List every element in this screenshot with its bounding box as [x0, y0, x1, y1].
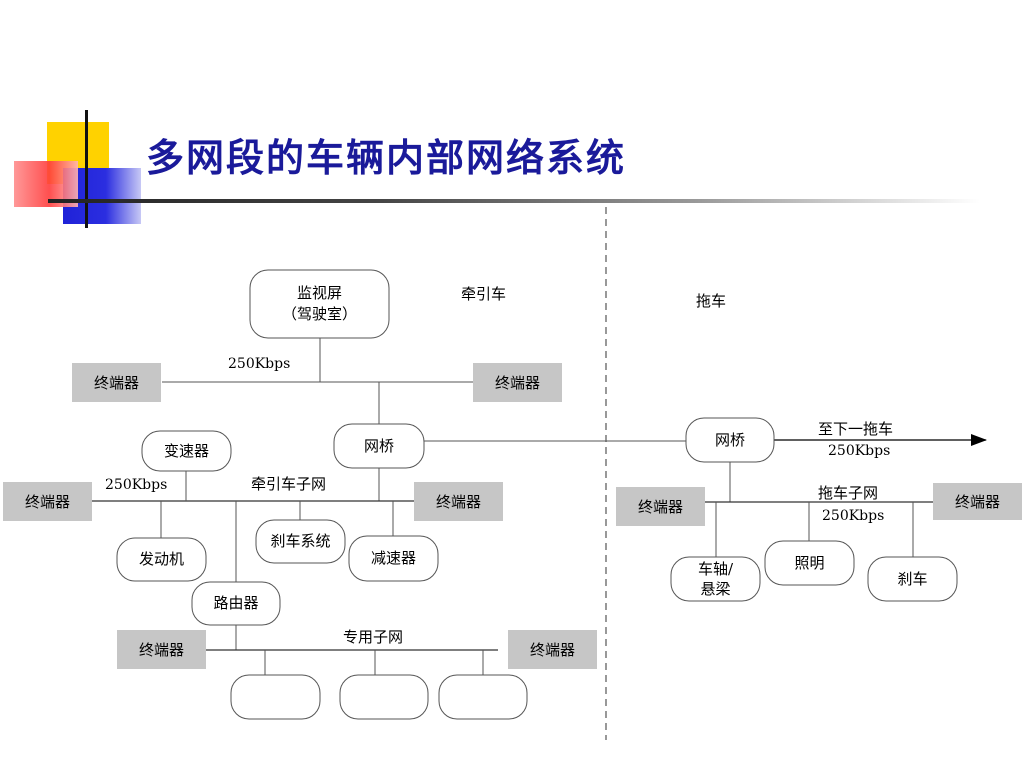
tractor-subnet-rate: 250Kbps	[105, 477, 167, 493]
node-transmission-label: 变速器	[164, 442, 209, 460]
node-device-3	[438, 674, 528, 720]
node-router-label: 路由器	[213, 594, 258, 612]
node-device-1	[230, 674, 321, 720]
terminator-trailer-left	[616, 487, 705, 526]
node-engine	[116, 537, 207, 582]
node-brake	[867, 556, 958, 602]
node-retarder-label: 减速器	[371, 549, 416, 567]
decor-vertical-bar	[85, 110, 88, 228]
terminator-main-right	[473, 363, 562, 402]
dedicated-subnet-label: 专用子网	[343, 628, 403, 646]
node-lighting	[764, 540, 855, 586]
node-transmission	[141, 430, 232, 472]
title-underline	[48, 199, 980, 203]
terminator-label: 终端器	[94, 374, 139, 392]
node-bridge-tractor-label: 网桥	[364, 437, 394, 455]
terminator-main-left	[72, 363, 161, 402]
main-bus-rate: 250Kbps	[228, 356, 290, 372]
node-axle-label: 车轴/	[698, 560, 734, 578]
node-monitor	[249, 269, 390, 339]
trailer-subnet-rate: 250Kbps	[822, 508, 884, 524]
node-monitor-sublabel: （驾驶室）	[282, 305, 357, 323]
node-bridge-tractor	[333, 423, 425, 469]
terminator-label: 终端器	[638, 498, 683, 516]
terminator-trailer-right	[933, 483, 1022, 520]
node-brake-system	[255, 519, 346, 564]
node-engine-label: 发动机	[139, 550, 184, 568]
section-label-tractor: 牵引车	[461, 285, 506, 303]
terminator-label: 终端器	[436, 493, 481, 511]
node-bridge-trailer	[685, 417, 775, 463]
node-bridge-trailer-label: 网桥	[715, 431, 745, 449]
node-axle	[670, 556, 761, 602]
page-title: 多网段的车辆内部网络系统	[146, 135, 627, 180]
terminator-tractor-left	[3, 482, 92, 521]
node-brake-system-label: 刹车系统	[270, 532, 330, 550]
node-monitor-label: 监视屏	[297, 284, 342, 302]
tractor-subnet-label: 牵引车子网	[251, 475, 326, 493]
node-lighting-label: 照明	[794, 554, 824, 572]
next-trailer-label: 至下一拖车	[818, 420, 893, 438]
terminator-label: 终端器	[530, 641, 575, 659]
node-brake-label: 刹车	[897, 570, 927, 588]
node-axle-sublabel: 悬梁	[700, 580, 730, 598]
node-device-2	[339, 674, 429, 720]
terminator-label: 终端器	[139, 641, 184, 659]
nodes: 监视屏 （驾驶室） 网桥 网桥 变速器 刹车系统 减速器 发动机 路由器 车轴/…	[116, 269, 958, 720]
connection-lines	[92, 338, 933, 675]
node-retarder	[348, 535, 439, 582]
terminator-dedicated-left	[117, 630, 206, 669]
terminator-label: 终端器	[955, 493, 1000, 511]
terminator-label: 终端器	[25, 493, 70, 511]
next-trailer-rate: 250Kbps	[828, 443, 890, 459]
annotations: 牵引车 拖车 250Kbps 250Kbps 牵引车子网 专用子网 至下一拖车 …	[105, 285, 893, 646]
trailer-subnet-label: 拖车子网	[818, 484, 878, 502]
node-router	[191, 581, 281, 626]
terminator-dedicated-right	[508, 630, 597, 669]
terminators: 终端器 终端器 终端器 终端器 终端器 终端器 终端器 终端器	[3, 363, 1022, 669]
terminator-label: 终端器	[495, 374, 540, 392]
terminator-tractor-right	[414, 482, 503, 521]
section-label-trailer: 拖车	[696, 292, 726, 310]
